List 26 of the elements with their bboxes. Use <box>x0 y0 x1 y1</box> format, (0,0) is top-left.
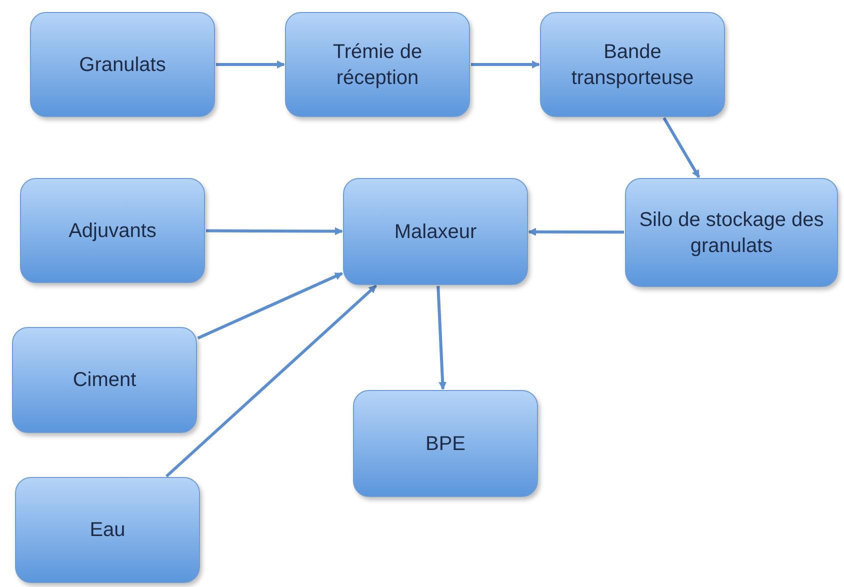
process-box <box>12 327 197 433</box>
box-label: Granulats <box>79 52 166 78</box>
box-label: Trémie de réception <box>332 40 424 90</box>
arrow <box>206 227 343 236</box>
process-box <box>30 12 215 117</box>
box-label: Eau <box>90 518 126 543</box>
process-box <box>20 178 205 283</box>
box-label: BPE <box>425 432 466 456</box>
process-box <box>15 477 200 583</box>
box-label: Malaxeur <box>394 220 477 244</box>
arrow <box>165 284 377 478</box>
process-box <box>285 12 470 117</box>
process-box <box>343 178 528 285</box>
process-box <box>353 390 538 497</box>
process-box <box>625 178 838 287</box>
arrow <box>662 117 700 178</box>
box-label: Silo de stockage des granulats <box>638 208 825 258</box>
arrow <box>216 60 285 68</box>
arrow <box>528 228 624 236</box>
arrow <box>436 286 447 390</box>
box-label: Bande transporteuse <box>570 40 695 90</box>
process-box <box>540 12 725 117</box>
box-label: Ciment <box>72 368 136 393</box>
arrow <box>471 60 540 68</box>
arrow <box>197 272 343 340</box>
box-label: Adjuvants <box>68 218 156 244</box>
